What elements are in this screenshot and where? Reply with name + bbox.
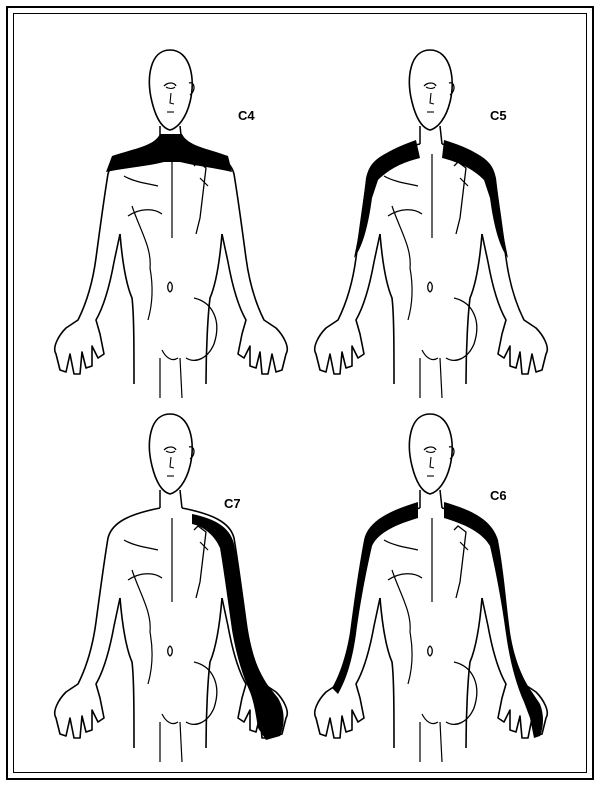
figure-c6: C6 bbox=[300, 412, 560, 752]
figure-c4: C4 bbox=[40, 48, 300, 388]
figure-c5: C5 bbox=[300, 48, 560, 388]
dermatome-label: C6 bbox=[490, 488, 507, 503]
dermatome-label: C4 bbox=[238, 108, 255, 123]
figure-c7: C7 bbox=[40, 412, 300, 752]
dermatome-label: C5 bbox=[490, 108, 507, 123]
dermatome-label: C7 bbox=[224, 496, 241, 511]
c6-shaded-region-left bbox=[332, 502, 418, 694]
